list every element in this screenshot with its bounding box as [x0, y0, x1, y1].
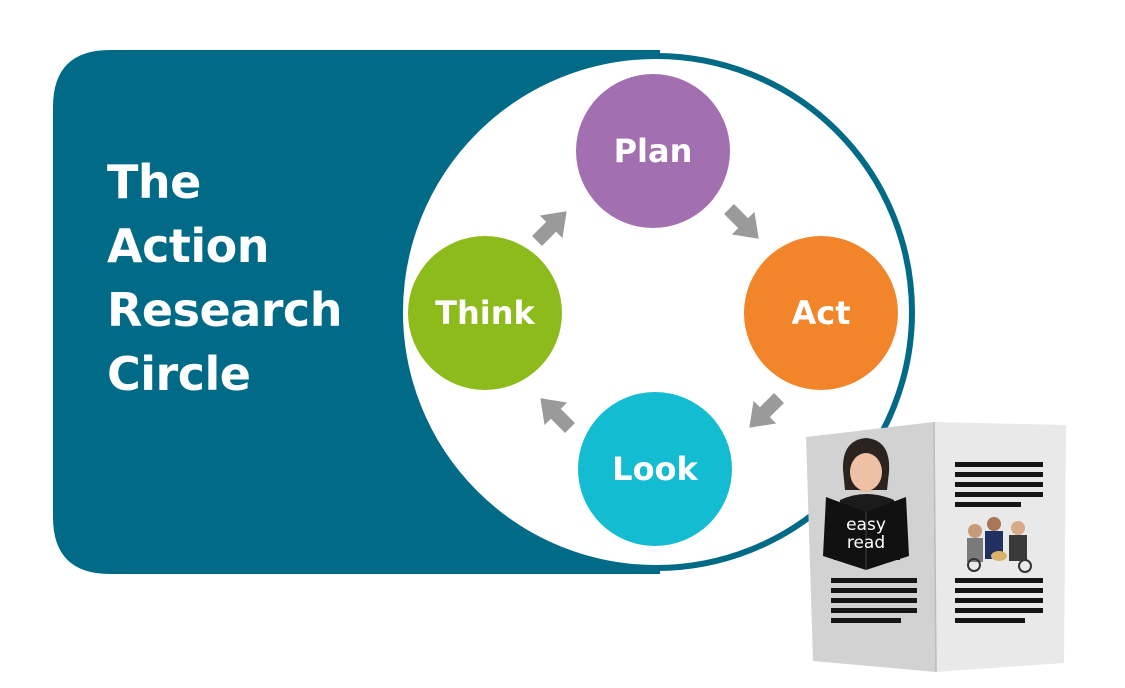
booklet-text-left [831, 578, 917, 623]
title-line-4: Circle [107, 347, 251, 401]
title-line-1: The [107, 155, 201, 209]
cycle-node-label-think: Think [435, 294, 535, 332]
cycle-circle [397, 53, 915, 571]
arrow-act-to-look [749, 393, 784, 428]
booklet-text-right-top [955, 462, 1043, 507]
arrow-look-to-think [540, 398, 575, 433]
cycle-node-look: Look [578, 392, 732, 546]
easy-read-logo-read: read [847, 533, 885, 553]
easy-read-logo-easy: easy [846, 515, 886, 535]
title-line-2: Action [107, 219, 269, 273]
easy-read-booklet: easy read [806, 421, 1066, 673]
arrow-think-to-plan [532, 211, 567, 246]
group-photo-image [967, 517, 1032, 573]
diagram-title: The Action Research Circle [107, 150, 397, 406]
cycle-arrows [532, 204, 784, 433]
arrow-plan-to-act [724, 204, 759, 239]
booklet-text-right-bottom [955, 578, 1043, 623]
cycle-node-label-act: Act [791, 294, 851, 332]
person-reading-image: easy read [823, 438, 909, 570]
cycle-node-label-look: Look [612, 450, 698, 488]
cycle-node-plan: Plan [576, 74, 730, 228]
title-line-3: Research [107, 283, 342, 337]
cycle-node-label-plan: Plan [613, 132, 693, 170]
cycle-node-think: Think [408, 236, 562, 390]
cycle-node-act: Act [744, 236, 898, 390]
